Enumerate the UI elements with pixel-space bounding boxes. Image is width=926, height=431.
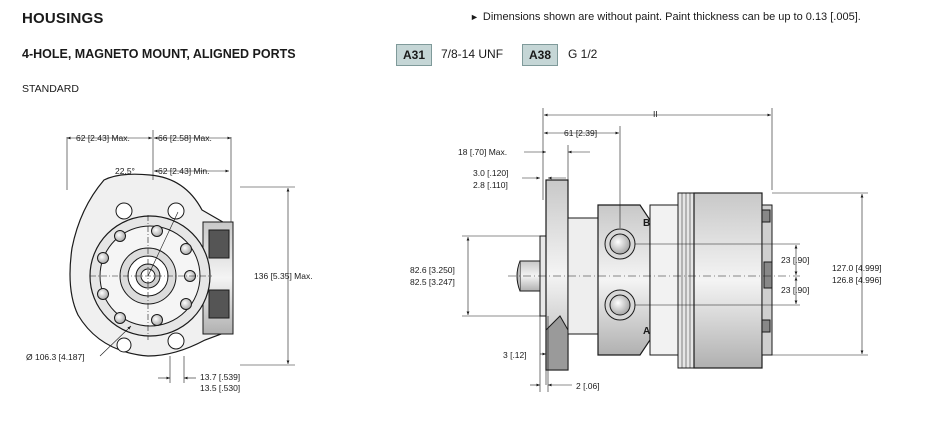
note-arrow-icon: ► — [470, 12, 479, 22]
dim-relief: 2 [.06] — [576, 381, 600, 391]
port-code-a38: A38 — [522, 44, 559, 66]
paint-note: ►Dimensions shown are without paint. Pai… — [470, 11, 861, 23]
paint-note-text: Dimensions shown are without paint. Pain… — [482, 11, 861, 23]
port-thread-a38: G 1/2 — [568, 47, 598, 61]
dim-hub-min: 13.5 [.530] — [200, 383, 240, 393]
port-code-a31: A31 — [396, 44, 433, 66]
port-label-b: B — [643, 218, 650, 229]
dim-pilot-dia-max: 82.6 [3.250] — [410, 265, 455, 275]
dim-height-max: 136 [5.35] Max. — [254, 271, 313, 281]
dim-body-dia-min: 126.8 [4.996] — [832, 275, 882, 285]
page-title: HOUSINGS — [22, 10, 104, 27]
dim-offset-min: 62 [2.43] Min. — [158, 166, 210, 176]
port-label-a: A — [643, 326, 650, 337]
dim-pilot-dia-min: 82.5 [3.247] — [410, 277, 455, 287]
dim-hub-max: 13.7 [.539] — [200, 372, 240, 382]
variant-label: STANDARD — [22, 83, 79, 95]
dim-pilot-min: 2.8 [.110] — [473, 180, 508, 190]
dim-overall: II — [653, 109, 658, 119]
side-view — [462, 108, 868, 392]
dim-port-offset-upper: 23 [.90] — [781, 255, 809, 265]
section-subtitle: 4-HOLE, MAGNETO MOUNT, ALIGNED PORTS — [22, 47, 296, 61]
dim-port-offset-lower: 23 [.90] — [781, 285, 809, 295]
dim-right-width: 66 [2.58] Max. — [158, 133, 212, 143]
dim-body-dia-max: 127.0 [4.999] — [832, 263, 882, 273]
dim-pilot-max: 3.0 [.120] — [473, 168, 508, 178]
dim-diameter: Ø 106.3 [4.187] — [26, 352, 85, 362]
port-thread-a31: 7/8-14 UNF — [441, 47, 504, 61]
dim-left-width: 62 [2.43] Max. — [76, 133, 130, 143]
dim-angle: 22.5° — [115, 166, 135, 176]
dim-chamfer: 3 [.12] — [503, 350, 527, 360]
front-view — [66, 130, 295, 383]
dim-shaft-to-port: 61 [2.39] — [564, 128, 597, 138]
dim-flange-thickness: 18 [.70] Max. — [458, 147, 507, 157]
